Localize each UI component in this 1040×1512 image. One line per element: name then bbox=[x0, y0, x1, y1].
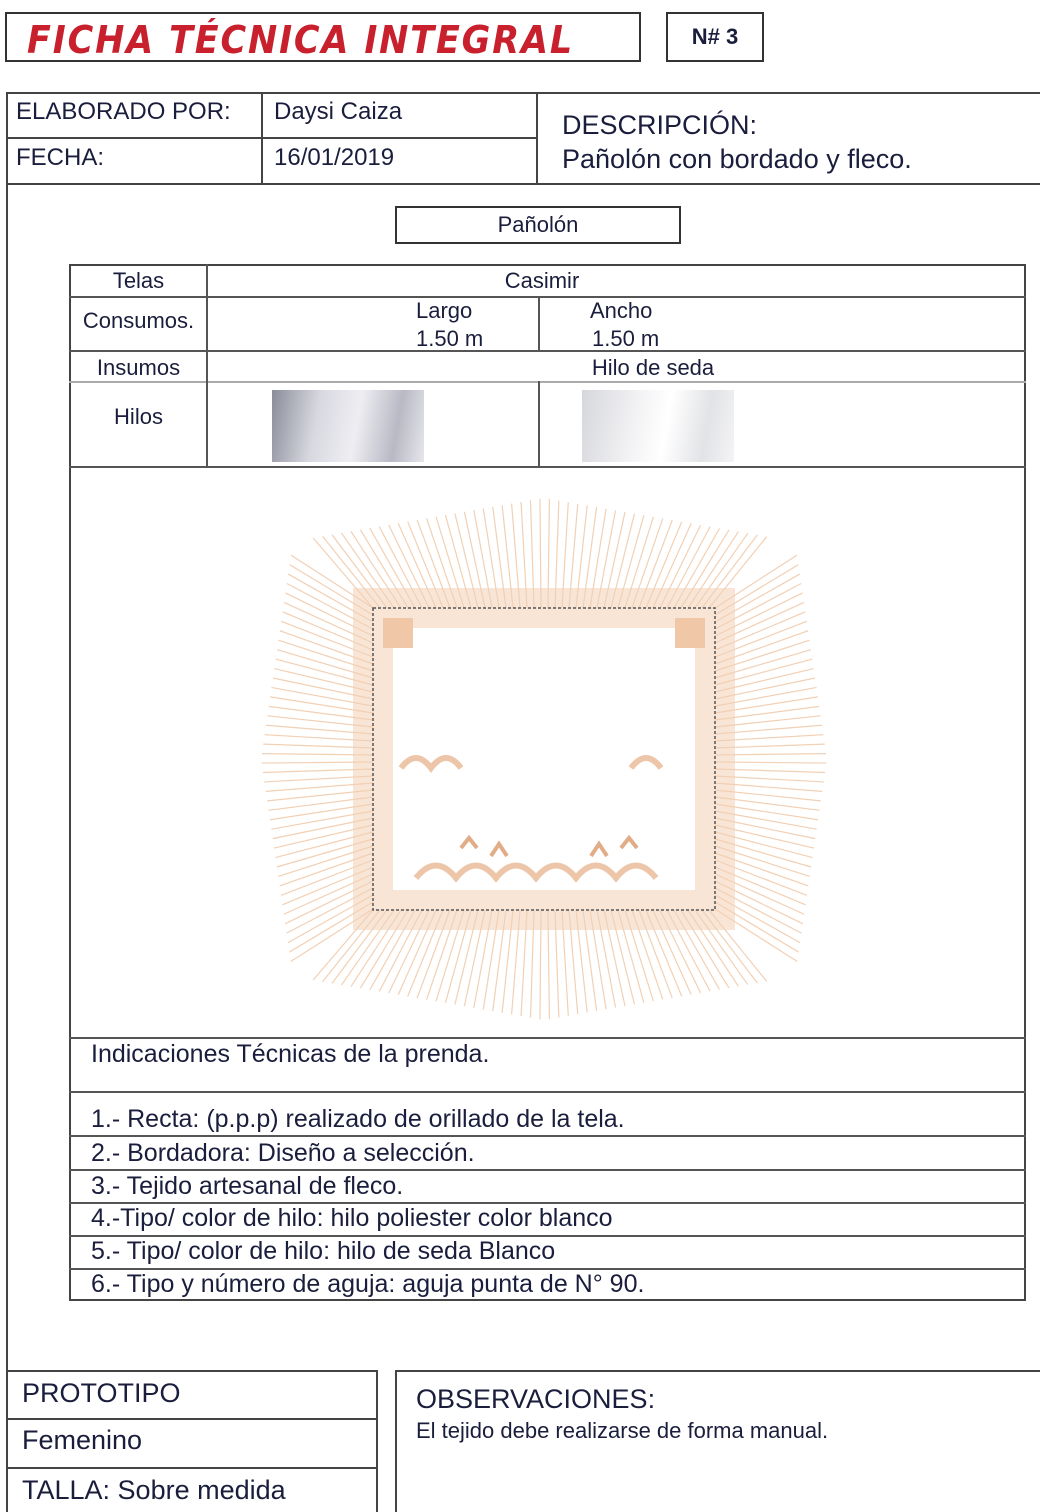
indicacion-item: 6.- Tipo y número de aguja: aguja punta … bbox=[91, 1270, 645, 1298]
insumos-value: Hilo de seda bbox=[591, 355, 715, 380]
row-line bbox=[69, 1202, 1026, 1204]
sheet-number: N# 3 bbox=[666, 12, 764, 62]
prototipo-mid-border bbox=[6, 1418, 378, 1420]
prototipo-label: PROTOTIPO bbox=[22, 1378, 181, 1408]
info-mid-border bbox=[6, 137, 538, 139]
observaciones-left-border bbox=[395, 1370, 397, 1512]
row-line bbox=[69, 1091, 1026, 1093]
page-title: FICHA TÉCNICA INTEGRAL bbox=[27, 18, 574, 62]
elaborado-label: ELABORADO POR: bbox=[16, 98, 231, 125]
descripcion-value: Pañolón con bordado y fleco. bbox=[562, 144, 912, 174]
col-line bbox=[206, 264, 208, 467]
prototipo-mid-border bbox=[6, 1467, 378, 1469]
indicacion-item: 1.- Recta: (p.p.p) realizado de orillado… bbox=[91, 1105, 625, 1133]
descripcion-label: DESCRIPCIÓN: bbox=[562, 110, 758, 140]
row-line bbox=[69, 1268, 1026, 1270]
indicacion-item: 2.- Bordadora: Diseño a selección. bbox=[91, 1139, 475, 1167]
observaciones-label: OBSERVACIONES: bbox=[416, 1384, 656, 1414]
info-desc-divider bbox=[536, 92, 538, 184]
indicacion-item: 3.- Tejido artesanal de fleco. bbox=[91, 1172, 404, 1200]
prototipo-right-border bbox=[376, 1370, 378, 1512]
prototipo-top-border bbox=[6, 1370, 378, 1372]
observaciones-top-border bbox=[395, 1370, 1040, 1372]
thread-spool-gray-image bbox=[272, 390, 424, 462]
hilos-label: Hilos bbox=[114, 404, 163, 429]
telas-value: Casimir bbox=[504, 268, 580, 293]
row-line bbox=[69, 1235, 1026, 1237]
indicaciones-title: Indicaciones Técnicas de la prenda. bbox=[91, 1040, 490, 1068]
elaborado-value: Daysi Caiza bbox=[274, 98, 403, 125]
info-bottom-border bbox=[6, 183, 1040, 185]
row-line bbox=[69, 1037, 1026, 1039]
thread-spool-white-image bbox=[582, 390, 734, 462]
info-col-divider bbox=[261, 92, 263, 184]
embroidery-border bbox=[353, 588, 735, 930]
info-top-border bbox=[6, 92, 1040, 94]
garment-name: Pañolón bbox=[395, 206, 681, 244]
consumos-label: Consumos. bbox=[82, 308, 195, 333]
insumos-label: Insumos bbox=[96, 355, 181, 380]
largo-label: Largo bbox=[416, 298, 473, 323]
prototipo-talla: TALLA: Sobre medida bbox=[22, 1475, 286, 1505]
telas-label: Telas bbox=[112, 268, 165, 293]
col-line bbox=[538, 296, 540, 351]
col-line bbox=[538, 381, 540, 467]
row-line bbox=[69, 1135, 1026, 1137]
row-line bbox=[69, 466, 1026, 468]
outer-left-border bbox=[6, 92, 8, 1512]
ancho-label: Ancho bbox=[590, 298, 653, 323]
largo-value: 1.50 m bbox=[416, 326, 484, 351]
materials-table bbox=[69, 264, 1026, 1301]
fecha-label: FECHA: bbox=[16, 144, 105, 171]
shawl-illustration bbox=[261, 498, 827, 1020]
title-box: FICHA TÉCNICA INTEGRAL bbox=[5, 12, 641, 62]
indicacion-item: 5.- Tipo/ color de hilo: hilo de seda Bl… bbox=[91, 1237, 556, 1265]
row-line bbox=[69, 1169, 1026, 1171]
prototipo-genero: Femenino bbox=[22, 1425, 143, 1455]
fecha-value: 16/01/2019 bbox=[274, 144, 395, 171]
ancho-value: 1.50 m bbox=[592, 326, 660, 351]
row-line bbox=[69, 350, 1026, 352]
observaciones-text: El tejido debe realizarse de forma manua… bbox=[416, 1418, 829, 1443]
row-line bbox=[69, 296, 1026, 298]
indicacion-item: 4.-Tipo/ color de hilo: hilo poliester c… bbox=[91, 1204, 613, 1232]
row-line bbox=[69, 381, 1026, 383]
